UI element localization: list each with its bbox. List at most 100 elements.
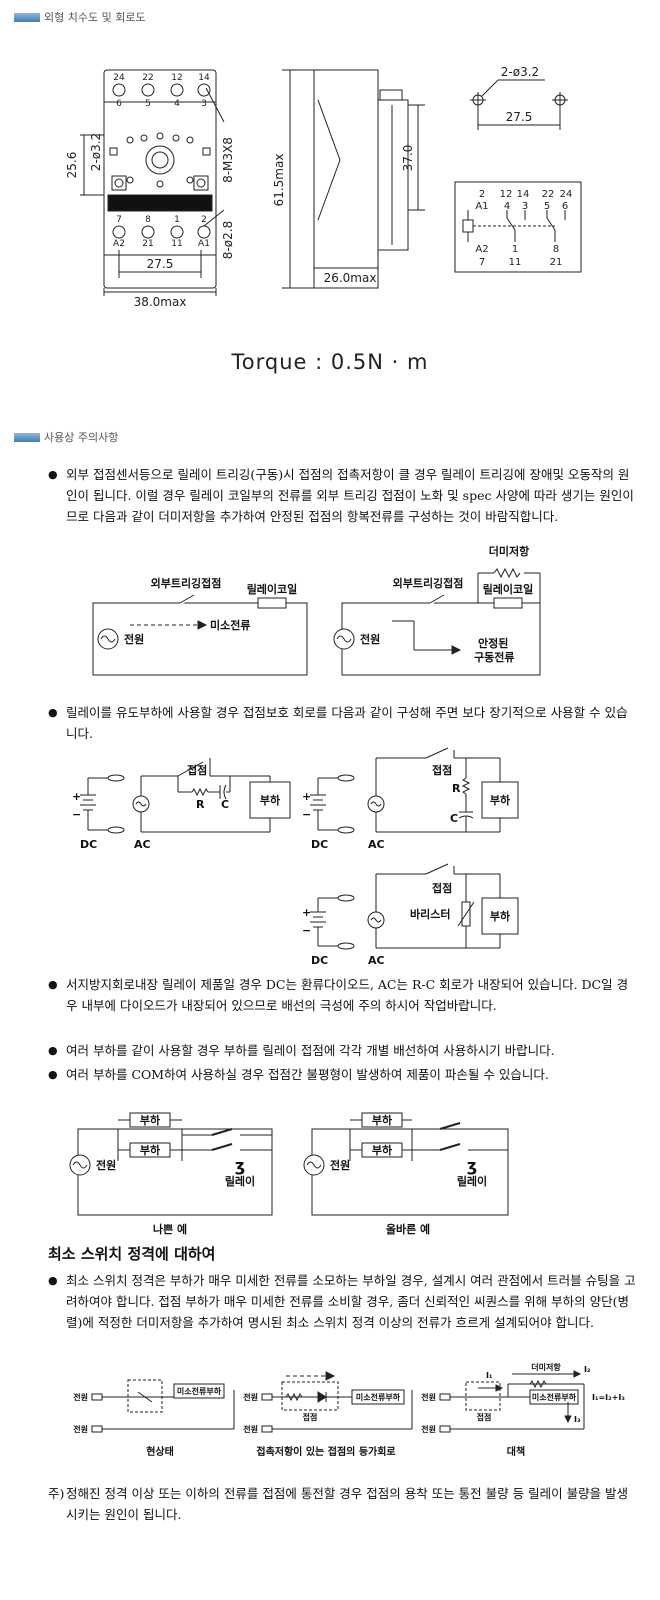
c4-formula: I₁=I₂+I₃: [592, 1393, 625, 1402]
sch-mid: 6: [562, 201, 568, 212]
c4-micro-load-3: 미소전류부하: [532, 1392, 577, 1402]
circuit-trigger-diagram: 외부트리깅접점 릴레이코일 전원 미소전류 더미저항 외부트리깅접점 릴레이코일…: [92, 544, 541, 676]
dim-bottom-pin: 11: [171, 239, 182, 249]
c2-plus: +: [72, 790, 81, 803]
c4-power: 전원: [73, 1424, 88, 1434]
c3-load-2: 부하: [372, 1113, 393, 1127]
bullet: ●: [48, 978, 58, 991]
c1-power-2: 전원: [360, 632, 380, 646]
paragraph-com: ● 여러 부하를 COM하여 사용하실 경우 접점간 불평형이 발생하여 제품이…: [48, 1064, 638, 1085]
sch-a2: A2: [475, 244, 488, 255]
c4-cap-now: 현상태: [146, 1445, 174, 1458]
bullet: ●: [48, 706, 58, 719]
c1-relay-coil-2: 릴레이코일: [483, 582, 534, 596]
dim-top-pin: 24: [113, 73, 125, 83]
c4-power-3: 전원: [421, 1424, 436, 1434]
dim-height-max: 61.5max: [272, 154, 286, 207]
c3-load: 부하: [140, 1143, 161, 1157]
c2-plus-3: +: [302, 906, 311, 919]
section-header-dimensions: 외형 치수도 및 회로도: [14, 10, 146, 24]
paragraph-surge: ● 서지방지회로내장 릴레이 제품일 경우 DC는 환류다이오드, AC는 R-…: [48, 974, 638, 1016]
c3-load-2: 부하: [372, 1143, 393, 1157]
c4-cap-equiv: 접촉저항이 있는 접점의 등가회로: [256, 1445, 395, 1458]
section-title: 외형 치수도 및 회로도: [44, 11, 146, 24]
bullet: ●: [48, 1044, 58, 1057]
bullet: ●: [48, 1068, 58, 1081]
c2-contact-2: 접점: [432, 763, 452, 777]
dim-bottom-pin-num: 8: [145, 215, 151, 225]
dim-bottom-pin-num: 7: [116, 215, 122, 225]
paragraph-text: 최소 스위치 정격은 부하가 매우 미세한 전류를 소모하는 부하일 경우, 설…: [66, 1273, 636, 1330]
sch-mid: 5: [544, 201, 550, 212]
c2-load-3: 부하: [490, 909, 511, 923]
dim-top-pin-num: 4: [174, 99, 180, 109]
c1-ext-contact-2: 외부트리깅접점: [393, 576, 464, 590]
c4-contact-2: 접점: [477, 1412, 492, 1422]
dim-bottom-pin: 21: [142, 239, 153, 249]
sch-mid: 3: [522, 201, 528, 212]
c4-micro-load-2: 미소전류부하: [356, 1392, 401, 1402]
c2-dc-2: DC: [311, 838, 328, 851]
c4-i1: I₁: [486, 1371, 493, 1380]
note-prefix: 주): [48, 1486, 65, 1501]
section-bar-icon: [14, 432, 40, 442]
c1-dummy: 더미저항: [489, 544, 529, 558]
c2-c: C: [221, 798, 229, 811]
circuit-multi-load-diagram: 부하 부하 전원 릴레이 나쁜 예 부하 부하 전원 릴레이 올바른 예 ʒ ʒ: [69, 1112, 509, 1236]
c4-i3: I₃: [574, 1415, 581, 1424]
c3-good: 올바른 예: [386, 1222, 430, 1236]
sch-bottom-num: 7: [479, 257, 485, 268]
paragraph-text: 서지방지회로내장 릴레이 제품일 경우 DC는 환류다이오드, AC는 R-C …: [66, 977, 629, 1013]
c2-dc-3: DC: [311, 954, 328, 967]
c4-dummy: 더미저항: [531, 1362, 561, 1372]
c4-power-2: 전원: [243, 1424, 258, 1434]
dim-bottom-pin: A2: [113, 239, 125, 249]
sch-label: 14: [517, 189, 530, 200]
dim-mount-holes: 2-ø3.2: [501, 65, 539, 79]
c4-contact: 접점: [303, 1412, 318, 1422]
c1-relay-coil: 릴레이코일: [247, 582, 298, 596]
dim-top-pin-num: 3: [201, 99, 207, 109]
dimension-drawing: 24 22 12 14 6 5 4 3 7 8 1 2 A2 21 11 A1 …: [65, 65, 582, 309]
dim-bottom-pin-num: 1: [174, 215, 180, 225]
c2-varistor: 바리스터: [410, 907, 450, 921]
note-footer: 주) 정해진 정격 이상 또는 이하의 전류를 접점에 통전할 경우 접점의 용…: [48, 1483, 638, 1525]
sch-a1: A1: [475, 201, 488, 212]
note-text: 정해진 정격 이상 또는 이하의 전류를 접점에 통전할 경우 접점의 용착 또…: [66, 1486, 629, 1522]
c3-relay-2: 릴레이: [457, 1174, 487, 1188]
c2-c-2: C: [450, 812, 458, 825]
sch-bottom-num: 11: [509, 257, 522, 268]
dim-pitch: 27.5: [147, 257, 174, 271]
sch-mid: 4: [504, 201, 510, 212]
c3-relay: 릴레이: [225, 1174, 255, 1188]
c2-minus-2: −: [302, 808, 311, 821]
c2-minus-3: −: [302, 924, 311, 937]
relay-coil-icon: ʒ: [467, 1156, 477, 1175]
dim-top-pin-num: 6: [116, 99, 122, 109]
circuit-min-switch-diagram: 전원 전원 미소전류부하 전원 전원 미소전류부하 접점 전원 전원 미소전류부…: [73, 1362, 625, 1458]
sch-label: 22: [542, 189, 555, 200]
dim-top-pin: 22: [142, 73, 153, 83]
sch-label: 2: [479, 189, 485, 200]
paragraph-text: 여러 부하를 COM하여 사용하실 경우 접점간 불평형이 발생하여 제품이 파…: [66, 1067, 549, 1082]
section-header-caution: 사용상 주의사항: [14, 430, 118, 444]
bullet: ●: [48, 1274, 58, 1287]
c1-micro: 미소전류: [210, 618, 250, 632]
c1-ext-contact: 외부트리깅접점: [151, 576, 222, 590]
dim-top-pin: 12: [171, 73, 182, 83]
c2-r: R: [196, 798, 205, 811]
c2-ac-3: AC: [368, 954, 385, 967]
dim-top-pin-num: 5: [145, 99, 151, 109]
paragraph-multi-load: ● 여러 부하를 같이 사용할 경우 부하를 릴레이 접점에 각각 개별 배선하…: [48, 1040, 638, 1061]
c4-power-2: 전원: [243, 1392, 258, 1402]
sch-label: 24: [560, 189, 573, 200]
dim-depth-max: 26.0max: [324, 271, 377, 285]
dim-bottom-pin: A1: [198, 239, 210, 249]
relay-coil-icon: ʒ: [235, 1156, 245, 1175]
heading-min-switch: 최소 스위치 정격에 대하여: [48, 1245, 216, 1263]
c2-contact: 접점: [187, 763, 207, 777]
c1-stable: 안정된: [478, 636, 508, 650]
paragraph-inductive: ● 릴레이를 유도부하에 사용할 경우 접점보호 회로를 다음과 같이 구성해 …: [48, 702, 638, 744]
circuit-protection-diagram: + − DC AC 접점 R C 부하 + − DC AC 접점 R C 부하 …: [72, 747, 519, 967]
dim-mount-pitch: 27.5: [506, 110, 533, 124]
